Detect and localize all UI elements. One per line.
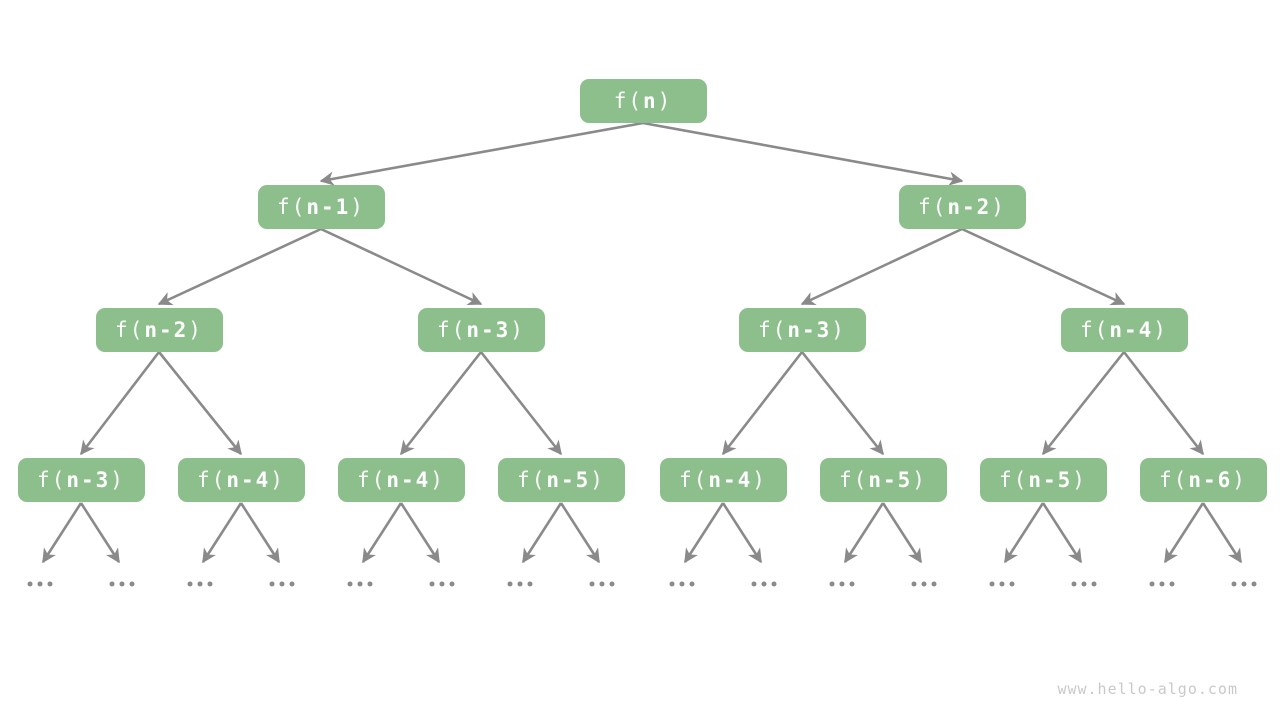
edge-arrow [683,502,725,564]
ellipsis-dots [187,581,213,587]
edge-arrow [721,351,804,456]
edge-arrow [800,351,885,456]
node-label: f(n-4) [679,468,767,492]
edge-arrow [399,502,441,564]
node-label: f(n-4) [1080,318,1168,342]
edge-arrow [1163,502,1205,564]
edge-arrow [399,351,483,456]
ellipsis-dots [989,581,1015,587]
tree-node: f(n-4) [659,458,787,502]
node-label: f(n-3) [758,318,846,342]
edge-arrow [843,502,885,564]
watermark: www.hello-algo.com [1057,680,1238,698]
ellipsis-dots [1231,581,1257,587]
node-label: f(n-1) [277,195,365,219]
edge-arrow [1201,502,1243,564]
ellipsis-dots [507,581,533,587]
edge-arrow [800,227,963,306]
node-label: f(n-2) [115,318,203,342]
edge-arrow [721,502,763,564]
ellipsis-dots [109,581,135,587]
ellipsis-dots [669,581,695,587]
edge-arrow [79,351,161,456]
node-label: f(n-6) [1159,468,1247,492]
edge-arrow [319,121,644,186]
edge-arrow [320,227,483,306]
edge-arrow [157,227,322,306]
node-label: f(n) [613,89,673,113]
ellipsis-dots [347,581,373,587]
edge-arrow [559,502,601,564]
tree-node: f(n-5) [819,458,947,502]
node-label: f(n-3) [37,468,125,492]
node-label: f(n-5) [517,468,605,492]
ellipsis-dots [429,581,455,587]
ellipsis-dots [1149,581,1175,587]
node-label: f(n-3) [437,318,525,342]
edge-arrow [881,502,923,564]
node-label: f(n-4) [357,468,445,492]
tree-node: f(n-1) [257,185,385,229]
edge-arrow [79,502,121,564]
node-label: f(n-2) [918,195,1006,219]
tree-node: f(n-3) [417,308,545,352]
ellipsis-dots [27,581,53,587]
tree-node: f(n-6) [1139,458,1267,502]
edge-arrow [521,502,563,564]
edge-arrow [479,351,563,456]
tree-node: f(n-4) [337,458,465,502]
ellipsis-dots [751,581,777,587]
tree-node: f(n-3) [738,308,866,352]
edge-arrow [201,502,243,564]
node-label: f(n-4) [197,468,285,492]
tree-node: f(n-5) [497,458,625,502]
edge-arrow [1122,351,1205,456]
ellipsis-dots [589,581,615,587]
edge-arrow [961,227,1126,306]
edge-arrow [642,121,964,186]
edge-arrow [1041,502,1083,564]
ellipsis-dots [829,581,855,587]
ellipsis-dots [269,581,295,587]
edge-arrow [239,502,281,564]
edge-arrow [1041,351,1126,456]
tree-node: f(n-3) [17,458,145,502]
tree-node: f(n-2) [898,185,1026,229]
edge-arrow [157,351,243,456]
tree-node: f(n) [579,79,707,123]
edge-arrow [1003,502,1045,564]
tree-node: f(n-5) [979,458,1107,502]
ellipsis-dots [1071,581,1097,587]
node-label: f(n-5) [999,468,1087,492]
node-label: f(n-5) [839,468,927,492]
tree-node: f(n-2) [95,308,223,352]
edge-arrow [361,502,403,564]
edge-arrow [41,502,83,564]
ellipsis-dots [911,581,937,587]
tree-node: f(n-4) [1060,308,1188,352]
tree-node: f(n-4) [177,458,305,502]
